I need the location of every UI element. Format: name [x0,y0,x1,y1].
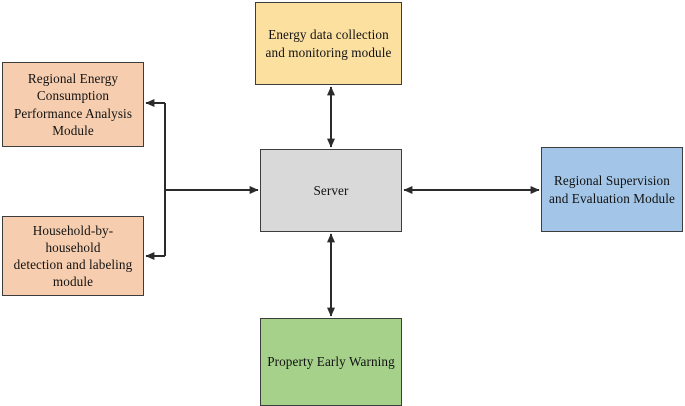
node-regional-energy-consumption-module[interactable]: Regional Energy Consumption Performance … [2,62,144,147]
node-energy-data-collection-module[interactable]: Energy data collection and monitoring mo… [255,2,402,85]
node-label: Energy data collection and monitoring mo… [265,27,392,60]
node-label: Household-by-household detection and lab… [13,222,133,290]
node-label: Regional Supervision and Evaluation Modu… [549,173,675,206]
node-label: Property Early Warning [267,354,395,370]
node-household-detection-and-labeling-module[interactable]: Household-by-household detection and lab… [2,216,144,296]
node-label: Server [313,182,349,198]
node-regional-supervision-and-evaluation-module[interactable]: Regional Supervision and Evaluation Modu… [541,147,683,232]
node-server[interactable]: Server [260,149,402,232]
node-property-early-warning[interactable]: Property Early Warning [260,318,402,406]
node-label: Regional Energy Consumption Performance … [13,71,133,138]
